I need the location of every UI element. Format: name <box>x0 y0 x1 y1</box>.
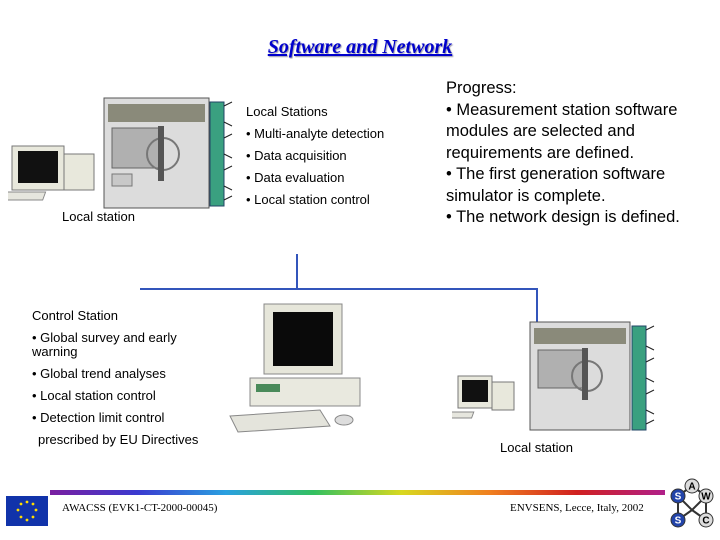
logo-letter: A <box>688 482 695 493</box>
progress-heading: Progress: <box>446 79 517 97</box>
page-title: Software and Network <box>267 36 453 58</box>
progress-line: • The first generation software <box>446 165 666 183</box>
control-station-item: • Detection limit control <box>32 410 165 425</box>
control-station-item: • Local station control <box>32 388 156 403</box>
local-stations-item: • Data acquisition <box>246 148 347 163</box>
rainbow-divider <box>50 490 665 495</box>
footer-project-id: AWACSS (EVK1-CT-2000-00045) <box>62 502 218 514</box>
local-stations-item: • Data evaluation <box>246 170 345 185</box>
progress-line: modules are selected and <box>446 122 635 140</box>
local-station-bottom-label: Local station <box>500 440 573 455</box>
network-line-vertical <box>296 254 298 290</box>
local-stations-heading: Local Stations <box>246 104 328 119</box>
network-line-horizontal <box>140 288 538 290</box>
control-station-block: Control Station • Global survey and earl… <box>32 309 222 455</box>
local-station-top-label: Local station <box>62 209 135 224</box>
local-station-bottom-illustration <box>452 321 655 431</box>
eu-flag-icon <box>6 496 48 526</box>
progress-block: Progress: • Measurement station software… <box>446 78 716 229</box>
logo-letter: S <box>675 492 682 503</box>
progress-line: requirements are defined. <box>446 143 635 162</box>
awacss-logo-icon: A S W S C <box>670 478 714 528</box>
local-station-top-illustration <box>8 97 233 209</box>
logo-letter: C <box>702 516 709 527</box>
logo-letter: S <box>675 516 682 527</box>
progress-line: • Measurement station software <box>446 100 678 119</box>
control-station-item: • Global survey and early warning <box>32 330 177 359</box>
control-station-computer-illustration <box>220 298 370 438</box>
progress-line: • The network design is defined. <box>446 208 680 226</box>
footer-event: ENVSENS, Lecce, Italy, 2002 <box>510 502 644 514</box>
progress-line: simulator is complete. <box>446 186 606 205</box>
control-station-item: prescribed by EU Directives <box>38 432 199 447</box>
network-line-to-local <box>536 288 538 324</box>
control-station-item: • Global trend analyses <box>32 366 166 381</box>
local-stations-item: • Multi-analyte detection <box>246 126 385 141</box>
control-station-heading: Control Station <box>32 308 118 323</box>
local-stations-item: • Local station control <box>246 192 370 207</box>
logo-letter: W <box>701 492 711 503</box>
